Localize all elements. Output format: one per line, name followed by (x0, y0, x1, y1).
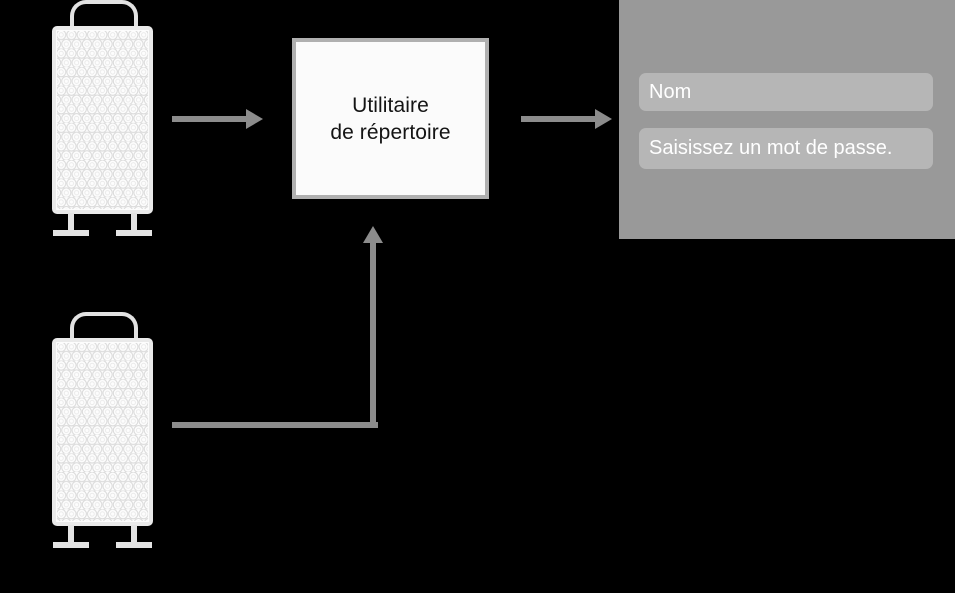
arrow-tower-bottom-to-utility-icon (170, 226, 383, 428)
tower-foot-bar-right (116, 230, 152, 236)
tower-body (52, 26, 153, 214)
tower-handle-icon (70, 312, 138, 346)
password-field-value: Saisissez un mot de passe. (649, 137, 893, 159)
tower-foot-post-right (131, 525, 137, 542)
name-field-value: Nom (649, 80, 692, 103)
tower-lattice-pattern (56, 30, 149, 210)
arrow-head (595, 109, 612, 129)
tower-feet (52, 213, 153, 245)
tower-foot-post-left (68, 525, 74, 542)
arrow-shaft (521, 116, 597, 122)
arrow-horizontal-shaft (172, 422, 378, 428)
arrow-tower-to-utility-icon (172, 109, 263, 129)
tower-body (52, 338, 153, 526)
mac-pro-tower-top (52, 0, 156, 245)
tower-foot-bar-left (53, 542, 89, 548)
arrow-vertical-shaft (370, 242, 376, 428)
arrow-shaft (172, 116, 248, 122)
tower-foot-post-right (131, 213, 137, 230)
arrow-head (246, 109, 263, 129)
tower-lattice-pattern (56, 342, 149, 522)
tower-foot-bar-left (53, 230, 89, 236)
tower-handle-icon (70, 0, 138, 34)
password-field[interactable]: Saisissez un mot de passe. (639, 128, 933, 169)
name-field[interactable]: Nom (639, 73, 933, 111)
arrow-head-up (363, 226, 383, 243)
tower-feet (52, 525, 153, 557)
tower-foot-post-left (68, 213, 74, 230)
tower-foot-bar-right (116, 542, 152, 548)
mac-pro-tower-bottom (52, 312, 156, 557)
arrow-utility-to-login-icon (521, 109, 612, 129)
login-panel: Nom Saisissez un mot de passe. (619, 0, 955, 239)
directory-utility-box[interactable]: Utilitaire de répertoire (292, 38, 489, 199)
directory-utility-label: Utilitaire de répertoire (330, 93, 451, 144)
